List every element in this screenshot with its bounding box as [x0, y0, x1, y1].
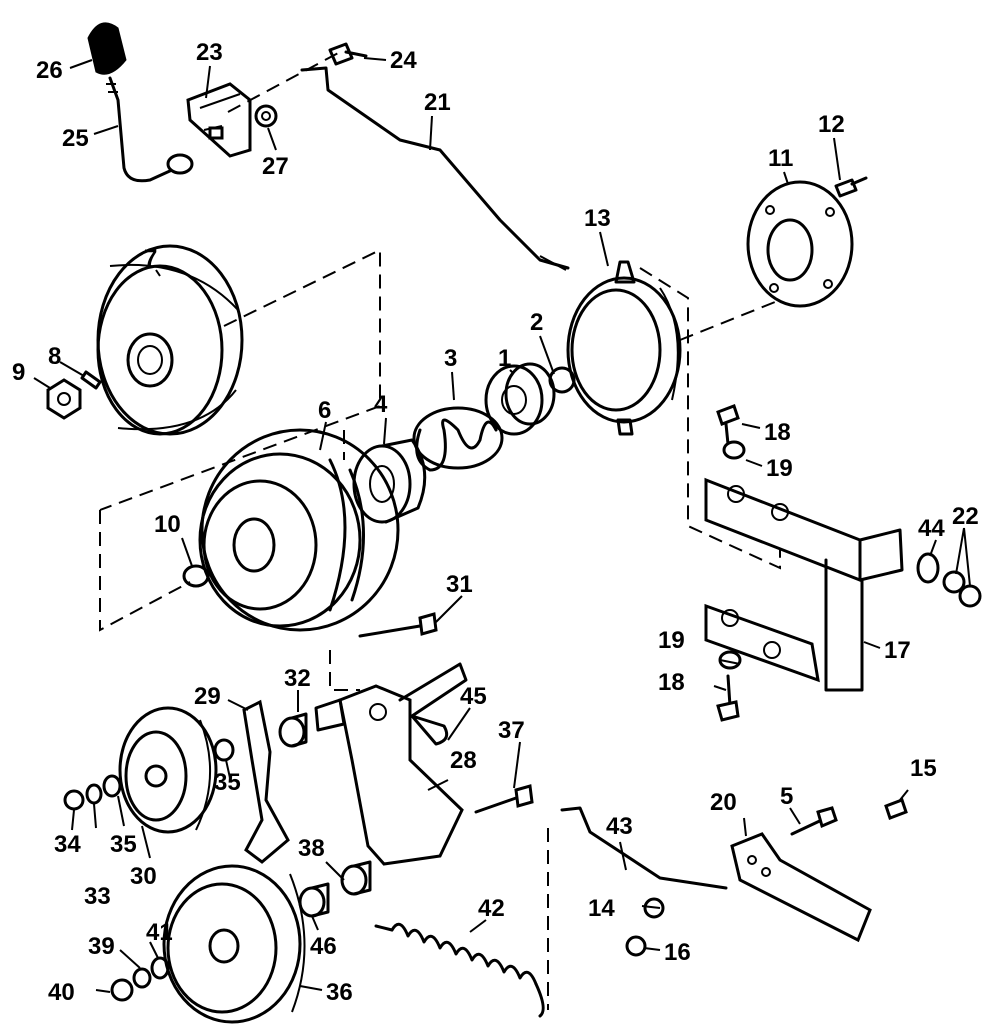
callout-22: 22	[952, 503, 979, 530]
idler-arm-28	[314, 662, 468, 866]
callout-6: 6	[318, 397, 331, 424]
callout-16: 16	[664, 939, 691, 966]
brake-rod-43	[560, 806, 728, 890]
bolt-31	[358, 612, 438, 638]
key-8	[80, 370, 102, 390]
spring-42	[374, 922, 545, 1018]
bolt-24	[328, 42, 368, 66]
arm-29	[242, 699, 290, 864]
spring-3	[412, 406, 504, 472]
washer-35-right	[213, 738, 235, 762]
washer-10	[182, 564, 210, 588]
callout-46: 46	[310, 933, 337, 960]
callout-30: 30	[130, 863, 157, 890]
callout-44: 44	[918, 515, 945, 542]
callout-35-right: 35	[214, 769, 241, 796]
nut-9	[46, 378, 82, 420]
callout-19-lower: 19	[658, 627, 685, 654]
nut-40	[110, 978, 134, 1002]
callout-18-lower: 18	[658, 669, 685, 696]
callout-25: 25	[62, 125, 89, 152]
pulley-6	[198, 428, 400, 632]
callout-7: 7	[144, 245, 157, 272]
adjuster-5	[790, 806, 838, 836]
callout-36: 36	[326, 979, 353, 1006]
callout-26: 26	[36, 57, 63, 84]
spacer-38	[340, 860, 372, 896]
bolt-12	[834, 176, 868, 198]
callout-9: 9	[12, 359, 25, 386]
leader-lines	[33, 57, 971, 993]
brake-ring-13	[566, 260, 682, 436]
callout-29: 29	[194, 683, 221, 710]
bracket-17	[704, 477, 904, 692]
washer-35-left	[102, 774, 122, 798]
callout-20: 20	[710, 789, 737, 816]
callout-40: 40	[48, 979, 75, 1006]
pulley-36	[162, 864, 306, 1024]
callout-35-left: 35	[110, 831, 137, 858]
callout-23: 23	[196, 39, 223, 66]
callout-17: 17	[884, 637, 911, 664]
collar-1	[484, 362, 556, 436]
callout-12: 12	[818, 111, 845, 138]
callout-8: 8	[48, 343, 61, 370]
nut-16	[625, 935, 647, 957]
callout-28: 28	[450, 747, 477, 774]
callout-45: 45	[460, 683, 487, 710]
pivot-block	[186, 82, 252, 158]
bolt-37	[474, 784, 534, 814]
callout-37: 37	[498, 717, 525, 744]
cotter-pin-45	[410, 714, 449, 746]
callout-3: 3	[444, 345, 457, 372]
callout-32: 32	[284, 665, 311, 692]
callout-11: 11	[768, 145, 793, 172]
washer-39	[132, 967, 152, 989]
knob	[87, 22, 127, 75]
callout-15: 15	[910, 755, 937, 782]
callout-39: 39	[88, 933, 115, 960]
spacer-46	[298, 882, 330, 918]
spacer-32	[278, 712, 308, 748]
washer-41	[150, 956, 170, 980]
callout-5: 5	[780, 783, 793, 810]
lever-20	[730, 832, 872, 943]
idler-pulley-30	[118, 706, 218, 834]
callout-labels: 26 23 24 25 27 21 11 12 7 13 8 9 2 1 3 4…	[12, 39, 979, 1006]
control-rod	[300, 66, 570, 271]
callout-21: 21	[424, 89, 451, 116]
callout-34: 34	[54, 831, 81, 858]
bearing-4	[352, 438, 427, 524]
callout-27: 27	[262, 153, 289, 180]
callout-4: 4	[374, 391, 388, 418]
spring-washer-44	[916, 552, 940, 584]
callout-1: 1	[498, 345, 511, 372]
nuts-22	[942, 570, 982, 608]
nut-27	[254, 104, 278, 128]
callout-38: 38	[298, 835, 325, 862]
shift-lever	[106, 76, 194, 183]
callout-14: 14	[588, 895, 615, 922]
callout-24: 24	[390, 47, 417, 74]
callout-18-upper: 18	[764, 419, 791, 446]
bolt-18-lower	[716, 674, 740, 722]
callout-2: 2	[530, 309, 543, 336]
callout-41: 41	[146, 919, 173, 946]
bolt-15	[884, 798, 908, 820]
nut-34	[63, 789, 85, 811]
callout-10: 10	[154, 511, 181, 538]
pulley-7	[96, 244, 244, 436]
spacer-19-upper	[722, 440, 746, 460]
callout-13: 13	[584, 205, 611, 232]
callout-31: 31	[446, 571, 473, 598]
callout-43: 43	[606, 813, 633, 840]
bolt-18-upper	[716, 404, 740, 446]
washer-33	[85, 783, 103, 805]
callout-42: 42	[478, 895, 505, 922]
plate-11	[746, 180, 854, 308]
callout-19-upper: 19	[766, 455, 793, 482]
callout-33: 33	[84, 883, 111, 910]
